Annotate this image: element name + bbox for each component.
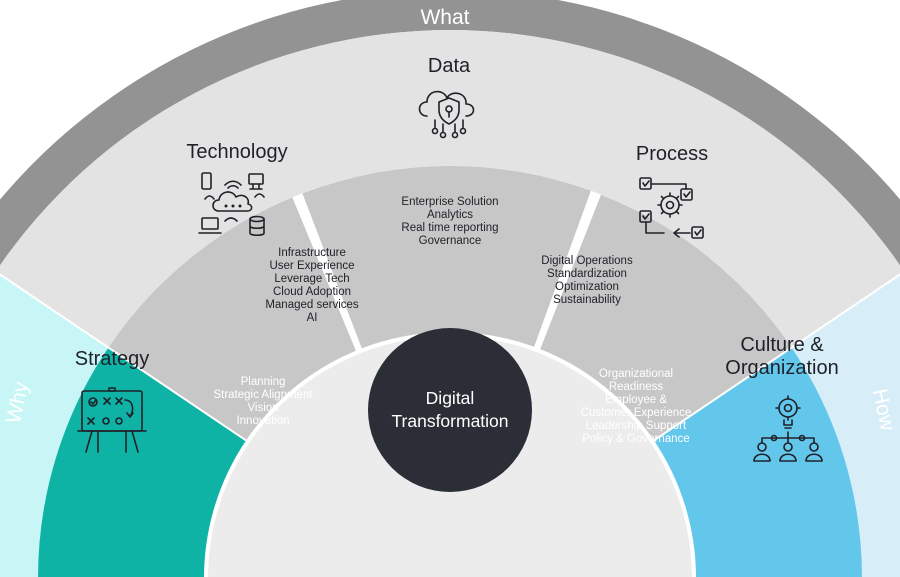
what-band — [0, 30, 900, 348]
culture-item: Policy & Governance — [582, 433, 689, 445]
devices-cloud-icon — [198, 172, 265, 237]
strategy-item: Innovation — [236, 415, 289, 427]
strategy-item: Planning — [241, 376, 286, 388]
data-item: Real time reporting — [401, 222, 498, 234]
segment-divider — [0, 273, 247, 442]
technology-heading: Technology — [186, 141, 287, 163]
culture-item: Leadership Support — [586, 420, 687, 432]
process-inner-segment — [540, 194, 792, 441]
center-label-line1: Digital — [426, 388, 475, 408]
technology-item: Managed services — [265, 299, 359, 311]
whiteboard-strategy-icon — [77, 387, 147, 453]
technology-item: Infrastructure — [278, 247, 346, 259]
culture-item: Customer Experience — [581, 407, 692, 419]
culture-heading-line1: Culture & — [740, 334, 824, 356]
data-items: Enterprise Solution Analytics Real time … — [401, 196, 498, 247]
strategy-item: Strategic Alignment — [213, 389, 313, 401]
strategy-heading: Strategy — [75, 348, 149, 370]
culture-item: Employee & — [605, 394, 667, 406]
technology-item: Leverage Tech — [274, 273, 349, 285]
culture-item: Organizational — [599, 368, 673, 380]
culture-item: Readiness — [609, 381, 664, 393]
team-idea-icon — [753, 395, 823, 462]
process-flow-icon — [639, 177, 704, 239]
process-items: Digital Operations Standardization Optim… — [541, 255, 633, 306]
data-item: Enterprise Solution — [401, 196, 498, 208]
process-item: Sustainability — [553, 294, 621, 306]
what-label: What — [420, 6, 469, 29]
culture-inner-segment — [653, 347, 862, 577]
segment-divider — [653, 273, 900, 442]
culture-items: Organizational Readiness Employee & Cust… — [581, 368, 692, 445]
data-item: Governance — [419, 235, 482, 247]
technology-inner-segment — [108, 197, 356, 441]
data-inner-segment — [302, 166, 591, 349]
strategy-item: Vision — [247, 402, 278, 414]
center-label-line2: Transformation — [391, 411, 508, 431]
process-item: Digital Operations — [541, 255, 633, 267]
data-item: Analytics — [427, 209, 473, 221]
technology-items: Infrastructure User Experience Leverage … — [265, 247, 359, 324]
technology-item: User Experience — [269, 260, 354, 272]
technology-item: Cloud Adoption — [273, 286, 351, 298]
culture-heading-line2: Organization — [725, 357, 838, 379]
process-heading: Process — [636, 143, 708, 165]
what-outer-ring — [0, 0, 900, 266]
strategy-band — [0, 274, 109, 577]
process-item: Standardization — [547, 268, 627, 280]
strategy-items: Planning Strategic Alignment Vision Inno… — [213, 376, 313, 427]
process-item: Optimization — [555, 281, 619, 293]
culture-band — [791, 274, 900, 577]
center-hub — [368, 328, 532, 492]
cloud-shield-icon — [418, 90, 475, 139]
technology-item: AI — [307, 312, 318, 324]
data-heading: Data — [428, 55, 471, 77]
